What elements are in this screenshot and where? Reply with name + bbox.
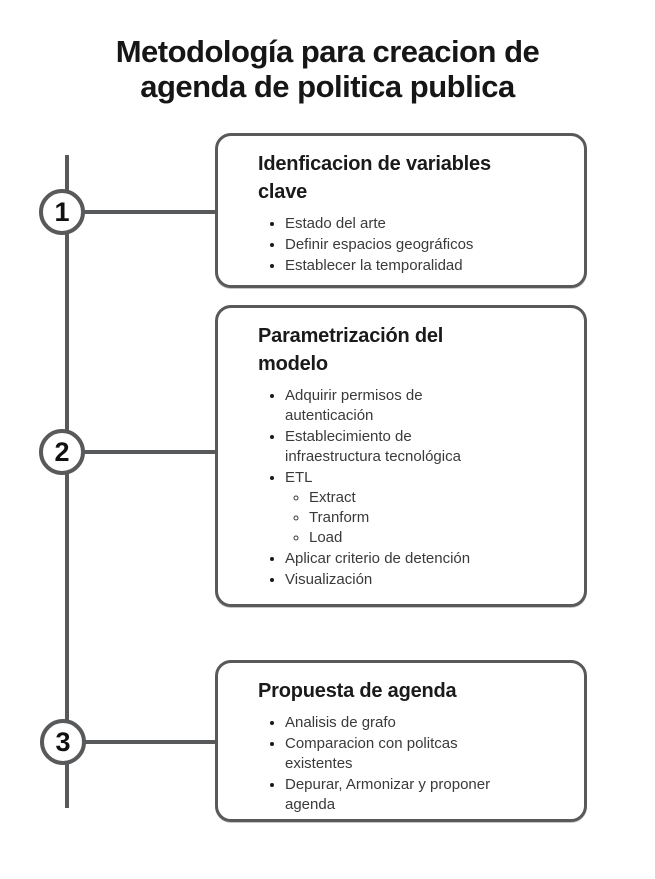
sub-bullet-item: Tranform <box>309 508 500 528</box>
step-card-3: Propuesta de agenda Analisis de grafo Co… <box>215 660 587 822</box>
bullet-item: Visualización <box>285 570 500 590</box>
step-card-1: Idenficacion de variables clave Estado d… <box>215 133 587 288</box>
step-card-2: Parametrización del modelo Adquirir perm… <box>215 305 587 607</box>
sub-bullet-item: Load <box>309 528 500 548</box>
sub-bullet-item: Extract <box>309 488 500 508</box>
step-title: Parametrización del modelo <box>258 322 566 378</box>
page-title-line: Metodología para creacion de <box>115 34 540 69</box>
step-title: Idenficacion de variables clave <box>258 150 566 206</box>
step-number: 2 <box>54 436 70 467</box>
step-title: Propuesta de agenda <box>258 677 566 705</box>
step-number: 3 <box>55 726 71 757</box>
connector-line-step-2 <box>83 450 216 454</box>
bullet-item: Aplicar criterio de detención <box>285 549 500 569</box>
bullet-item: Estado del arte <box>285 214 500 234</box>
step-title-line: clave <box>258 181 308 203</box>
sub-bullet-list: Extract Tranform Load <box>285 488 500 548</box>
bullet-item: Establecer la temporalidad <box>285 256 500 276</box>
bullet-item: Depurar, Armonizar y proponer agenda <box>285 775 500 815</box>
page-title: Metodología para creacion de agenda de p… <box>0 34 655 104</box>
bullet-item: Comparacion con politcas existentes <box>285 734 500 774</box>
bullet-item: Establecimiento de infraestructura tecno… <box>285 427 500 467</box>
bullet-list: Estado del arte Definir espacios geográf… <box>258 214 500 276</box>
bullet-list: Adquirir permisos de autenticación Estab… <box>258 386 500 590</box>
step-number-badge-2: 2 <box>39 429 85 475</box>
step-number-badge-3: 3 <box>40 719 86 765</box>
bullet-item: ETL Extract Tranform Load <box>285 468 500 548</box>
connector-line-step-1 <box>83 210 216 214</box>
bullet-item: Adquirir permisos de autenticación <box>285 386 500 426</box>
connector-line-step-3 <box>83 740 216 744</box>
page-title-line: agenda de politica publica <box>140 69 515 104</box>
step-number: 1 <box>54 196 70 227</box>
bullet-item: Definir espacios geográficos <box>285 235 500 255</box>
timeline-spine <box>65 155 69 808</box>
step-title-line: Propuesta de agenda <box>258 680 457 702</box>
step-title-line: modelo <box>258 353 328 375</box>
bullet-item: Analisis de grafo <box>285 713 500 733</box>
step-title-line: Idenficacion de variables <box>258 153 491 175</box>
step-number-badge-1: 1 <box>39 189 85 235</box>
step-title-line: Parametrización del <box>258 325 444 347</box>
bullet-list: Analisis de grafo Comparacion con politc… <box>258 713 500 815</box>
